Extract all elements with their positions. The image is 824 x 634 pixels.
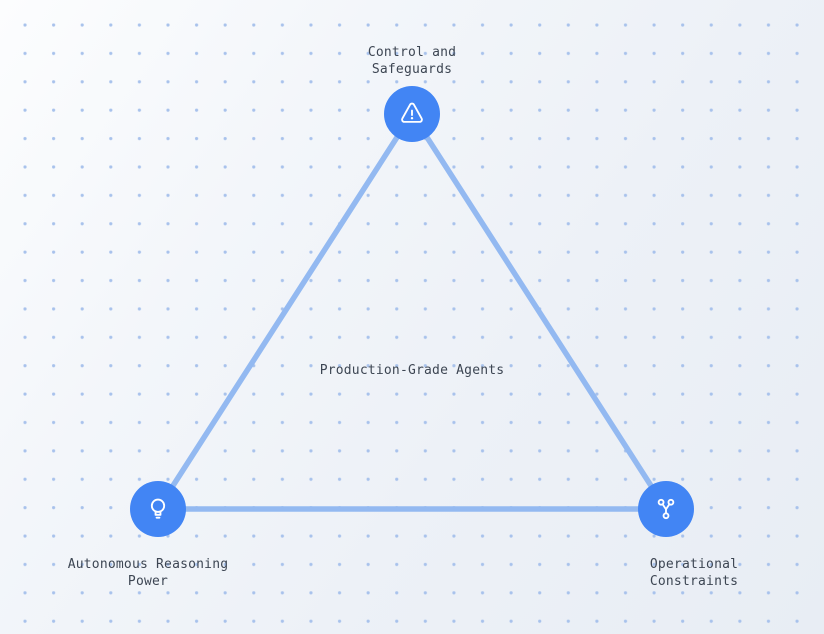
node-operational-constraints (638, 481, 694, 537)
node-autonomous-reasoning-power (130, 481, 186, 537)
label-line: Operational (649, 557, 739, 572)
center-title: Production-Grade Agents (319, 363, 505, 378)
git-branch-icon (657, 498, 675, 520)
label-operational-constraints: Operational Constraints (650, 556, 738, 590)
label-autonomous-reasoning-power: Autonomous Reasoning Power (68, 556, 229, 590)
lightbulb-icon (150, 498, 166, 519)
label-line: Autonomous Reasoning (67, 557, 229, 572)
label-line: Constraints (649, 574, 739, 589)
label-control-and-safeguards: Control and Safeguards (368, 44, 456, 78)
node-control-and-safeguards (384, 86, 440, 142)
label-line: Safeguards (371, 62, 453, 77)
alert-triangle-icon (401, 102, 423, 123)
label-line: Power (127, 574, 169, 589)
label-line: Control and (367, 45, 457, 60)
